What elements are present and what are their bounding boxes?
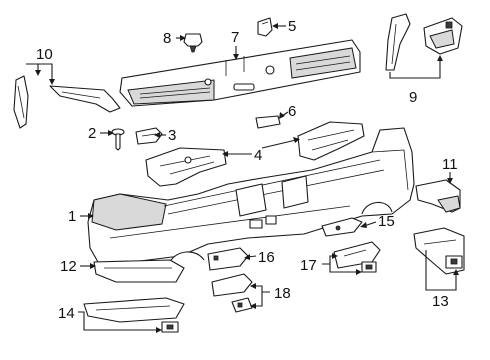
part-14-molding (83, 297, 185, 333)
part-11-end-bracket (415, 179, 461, 213)
part-4-mount-bracket-left (145, 147, 227, 187)
leader-lines (26, 23, 459, 333)
part-2-bolt (111, 128, 125, 151)
callout-18: 18 (274, 285, 291, 302)
callout-3: 3 (168, 127, 176, 144)
part-6-pad (255, 115, 281, 129)
callout-16: 16 (258, 249, 275, 266)
callout-12: 12 (60, 258, 77, 275)
callout-1: 1 (68, 208, 76, 225)
part-17-trim (333, 241, 381, 273)
part-13-bracket (413, 227, 465, 275)
part-1-bumper-face-bar (87, 127, 415, 263)
part-12-molding (93, 259, 185, 283)
part-16-trim (207, 247, 249, 271)
part-9-corner-caps (385, 13, 463, 71)
callout-6: 6 (288, 103, 296, 120)
callout-15: 15 (378, 213, 395, 230)
callout-2: 2 (88, 125, 96, 142)
part-8-retainer-clip (183, 33, 203, 53)
callout-7: 7 (231, 29, 239, 46)
callout-9: 9 (409, 89, 417, 106)
part-15-trim (321, 217, 363, 237)
callout-4: 4 (254, 147, 262, 164)
callout-10: 10 (36, 46, 53, 63)
callout-14: 14 (58, 305, 75, 322)
callout-17: 17 (300, 257, 317, 274)
part-3-bracket (135, 127, 163, 145)
part-10-end-bracket (13, 75, 121, 129)
callout-8: 8 (163, 30, 171, 47)
part-4-mount-bracket-right (297, 121, 365, 161)
part-18-trim (211, 273, 253, 313)
callout-5: 5 (288, 18, 296, 35)
callout-11: 11 (442, 156, 458, 173)
callout-13: 13 (432, 293, 449, 310)
part-7-bumper-step-pad (119, 39, 361, 107)
part-5-bracket (257, 17, 273, 37)
callout-labels: 1 2 3 4 5 6 7 8 9 10 11 12 13 14 15 16 1… (36, 18, 458, 322)
